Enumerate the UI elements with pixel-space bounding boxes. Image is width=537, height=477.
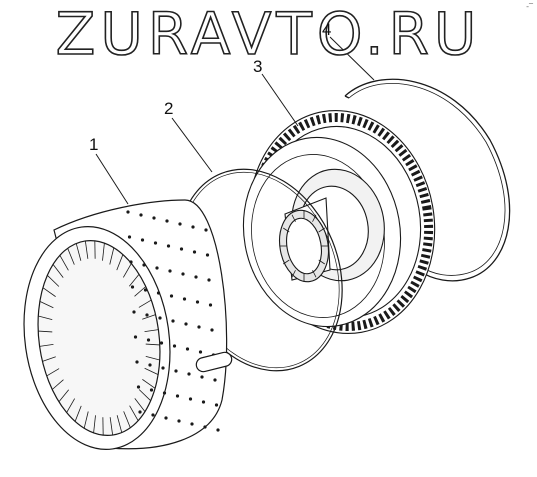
callout-1: 1 (89, 136, 98, 154)
corner-mark: ‐‾ (526, 2, 533, 11)
callout-3: 3 (253, 58, 262, 76)
callout-4: 4 (322, 21, 331, 39)
watermark-text: ZURAVTO.RU (0, 2, 537, 66)
callout-2: 2 (164, 100, 173, 118)
part-1-splined-sleeve (10, 200, 233, 459)
